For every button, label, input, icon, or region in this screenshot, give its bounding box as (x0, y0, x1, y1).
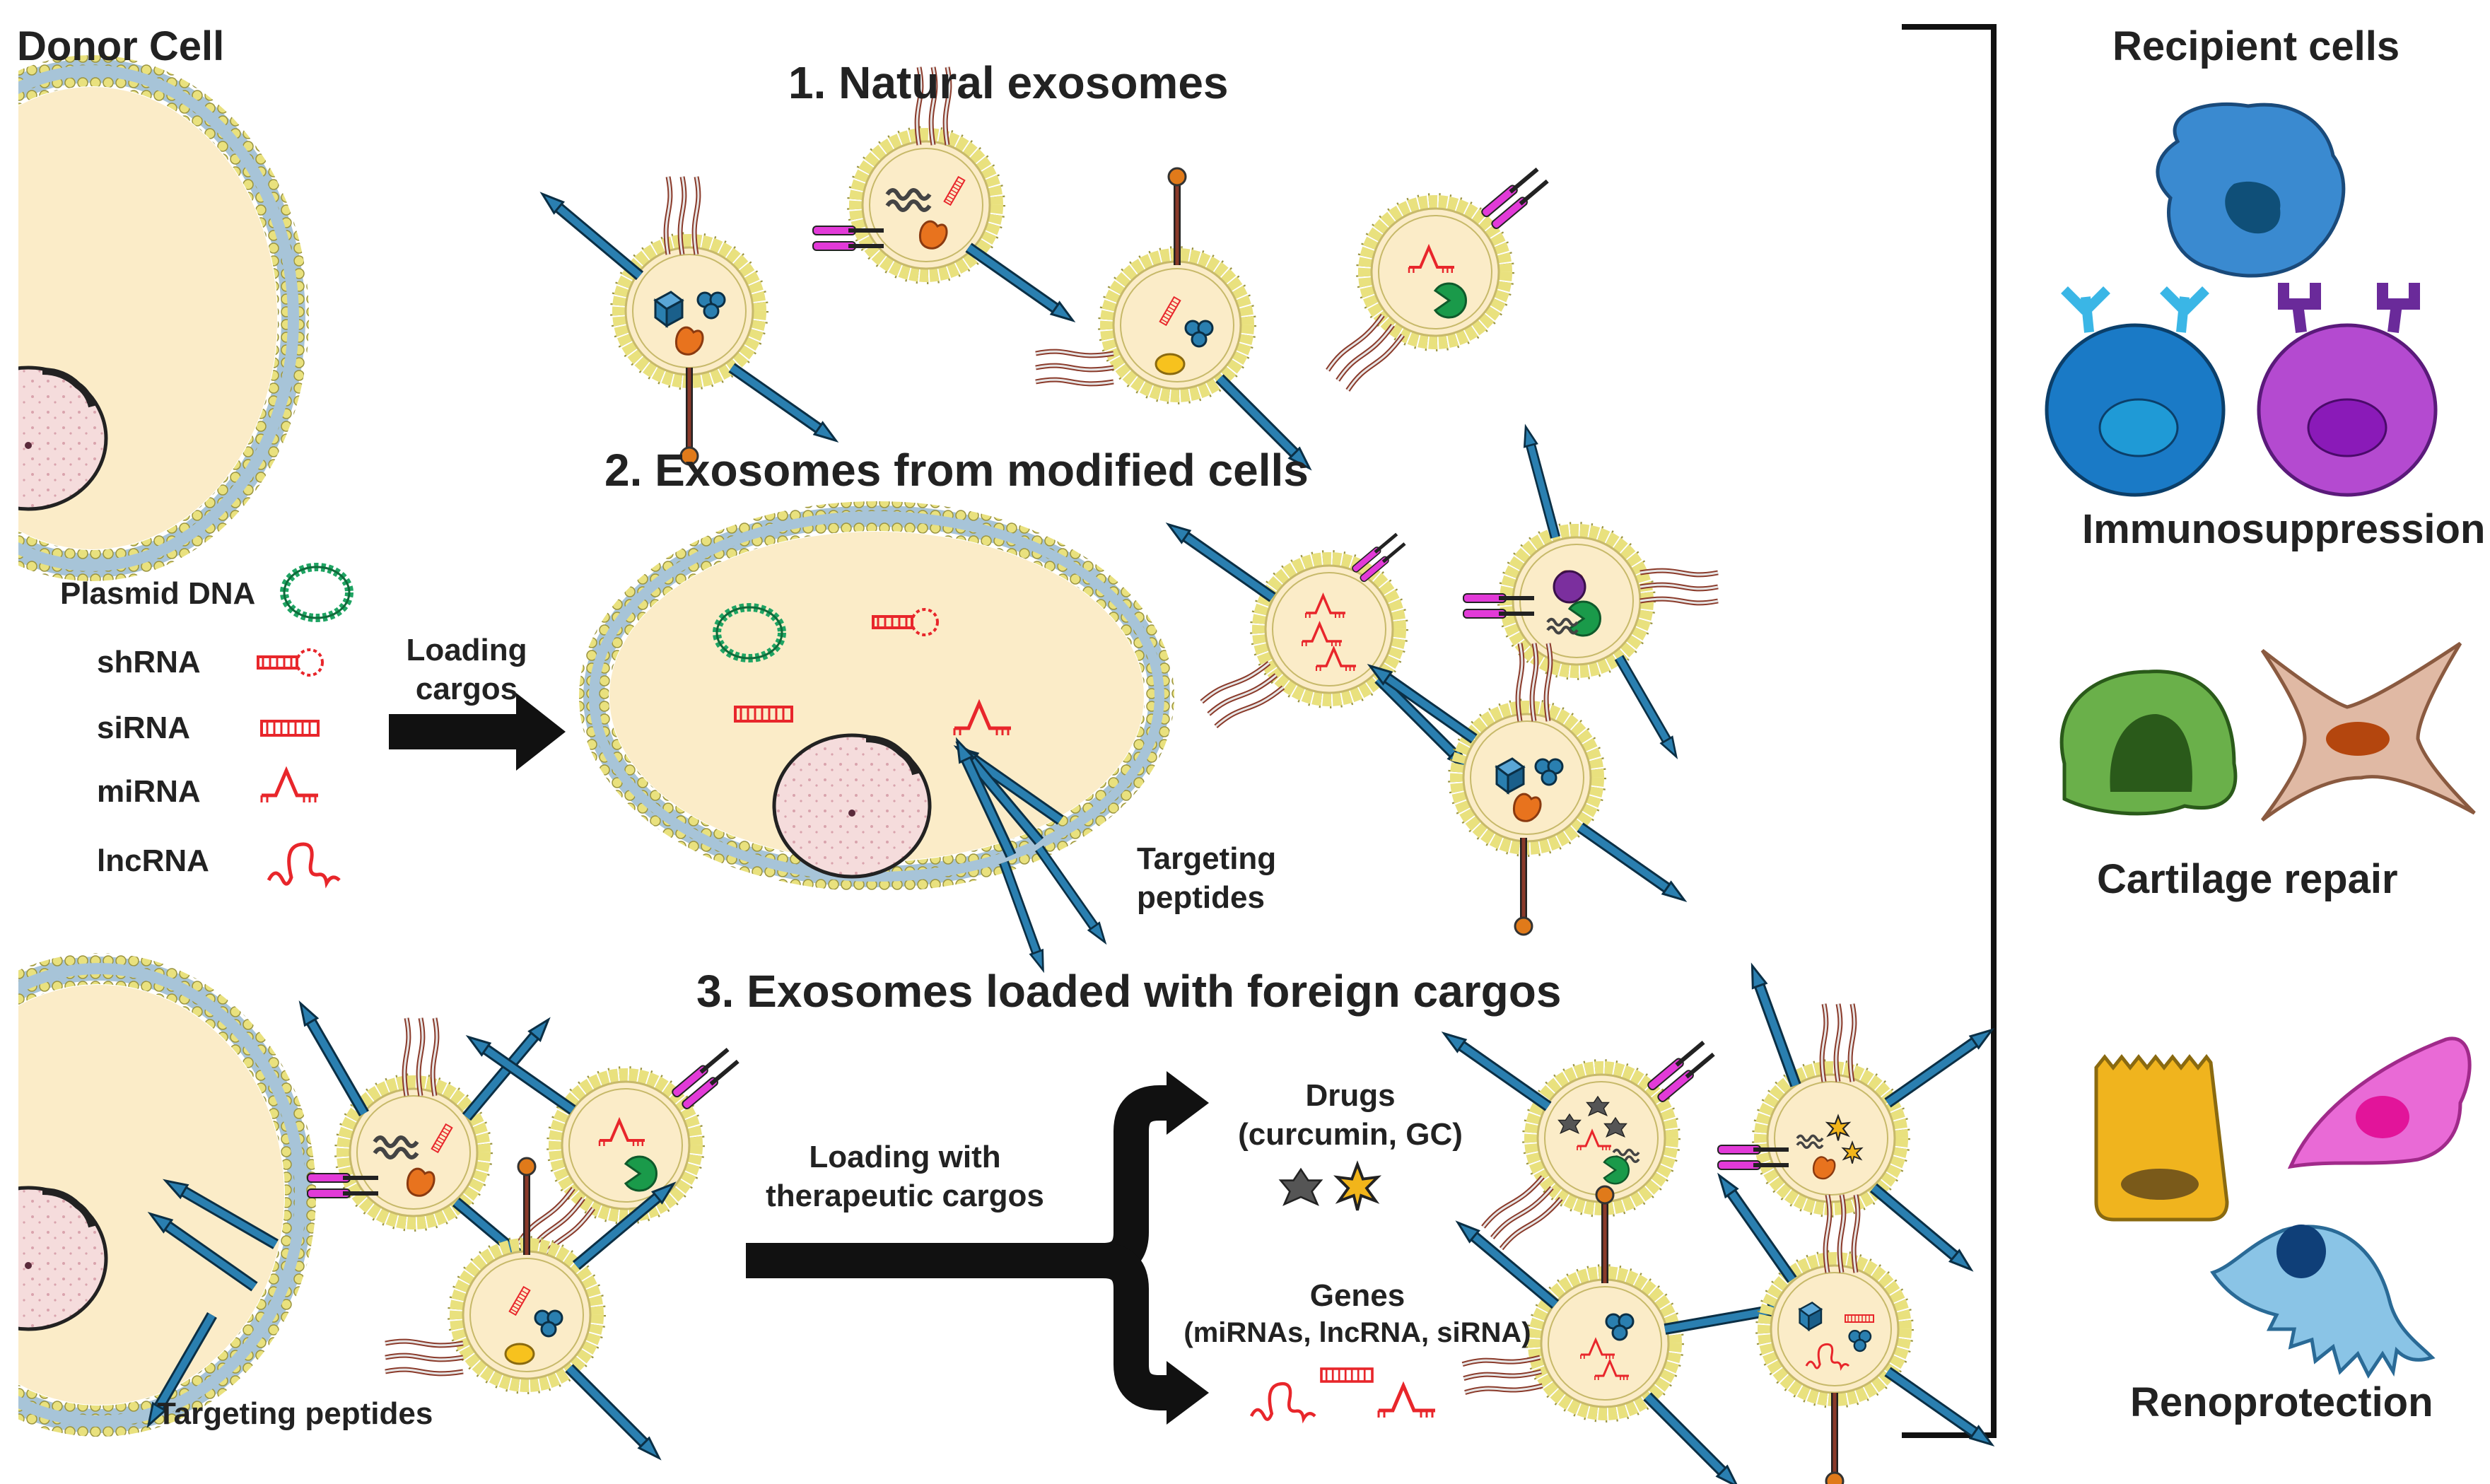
gene-sirna-icon (1320, 1367, 1374, 1383)
shrna-icon (257, 648, 324, 677)
donor-cell-bottom (0, 953, 316, 1437)
targeting-peptides-bottom: Targeting peptides (157, 1396, 433, 1431)
loading-therapeutic-line2: therapeutic cargos (766, 1179, 1044, 1213)
modified-exosome-2 (1463, 425, 1718, 760)
donor-cell-label: Donor Cell (17, 23, 225, 69)
legend-lncrna-label: lncRNA (97, 843, 209, 878)
natural-exosome-3 (1036, 168, 1314, 473)
cartilage-repair-label: Cartilage repair (2097, 856, 2398, 902)
loading-therapeutic-line1: Loading with (809, 1140, 1001, 1174)
loading-cargos-line1: Loading (406, 633, 527, 667)
donor-cell-top (0, 55, 309, 581)
legend-shrna-label: shRNA (97, 645, 201, 679)
section-foreign-title: 3. Exosomes loaded with foreign cargos (696, 966, 1562, 1017)
natural-exosome-1 (538, 177, 840, 465)
bracket (1902, 24, 1997, 1438)
legend-plasmid-label: Plasmid DNA (60, 576, 256, 611)
legend-sirna-label: siRNA (97, 711, 191, 745)
sirna-icon (260, 720, 320, 737)
plasmid-dna-icon (284, 567, 349, 618)
recipient-cell-podocyte-blue (2210, 1225, 2436, 1379)
modified-exosome-1 (1164, 519, 1474, 774)
drug-gc-icon (1280, 1168, 1322, 1205)
gene-mirna-icon (1379, 1386, 1435, 1418)
section-modified-title: 2. Exosomes from modified cells (604, 445, 1309, 496)
recipient-cells-label: Recipient cells (2112, 23, 2400, 69)
recipient-cell-b-blue (2045, 286, 2226, 497)
recipient-cell-irregular-blue (2156, 102, 2346, 278)
gene-lncrna-icon (1251, 1384, 1315, 1420)
genes-line1: Genes (1309, 1278, 1405, 1313)
lncrna-icon (269, 844, 339, 884)
drug-curcumin-icon (1335, 1162, 1379, 1212)
branch-arrow (746, 1071, 1209, 1425)
recipient-cell-tubular-yellow (2094, 1053, 2229, 1222)
recipient-cell-chondrocyte-green (2059, 670, 2238, 816)
recipient-cell-pink (2287, 1036, 2472, 1169)
targeting-peptides-line2: peptides (1137, 880, 1265, 915)
loading-arrow (389, 693, 566, 771)
recipient-cell-chondrocyte-tan (2260, 641, 2476, 822)
mirna-icon (262, 771, 318, 802)
legend-mirna-label: miRNA (97, 774, 201, 809)
section-natural-title: 1. Natural exosomes (788, 57, 1229, 108)
renoprotection-label: Renoprotection (2130, 1379, 2433, 1425)
immunosuppression-label: Immunosuppression (2082, 506, 2486, 552)
modified-cell (579, 501, 1174, 972)
drugs-line2: (curcumin, GC) (1238, 1117, 1463, 1152)
genes-line2: (miRNAs, lncRNA, siRNA) (1183, 1317, 1531, 1348)
natural-exosome-4 (1326, 166, 1550, 392)
recipient-cell-purple (2257, 283, 2438, 497)
foreign-exosome-2 (464, 1032, 741, 1265)
drugs-line1: Drugs (1305, 1078, 1396, 1113)
targeting-peptides-line1: Targeting (1137, 841, 1277, 876)
loading-cargos-line2: cargos (415, 672, 518, 706)
